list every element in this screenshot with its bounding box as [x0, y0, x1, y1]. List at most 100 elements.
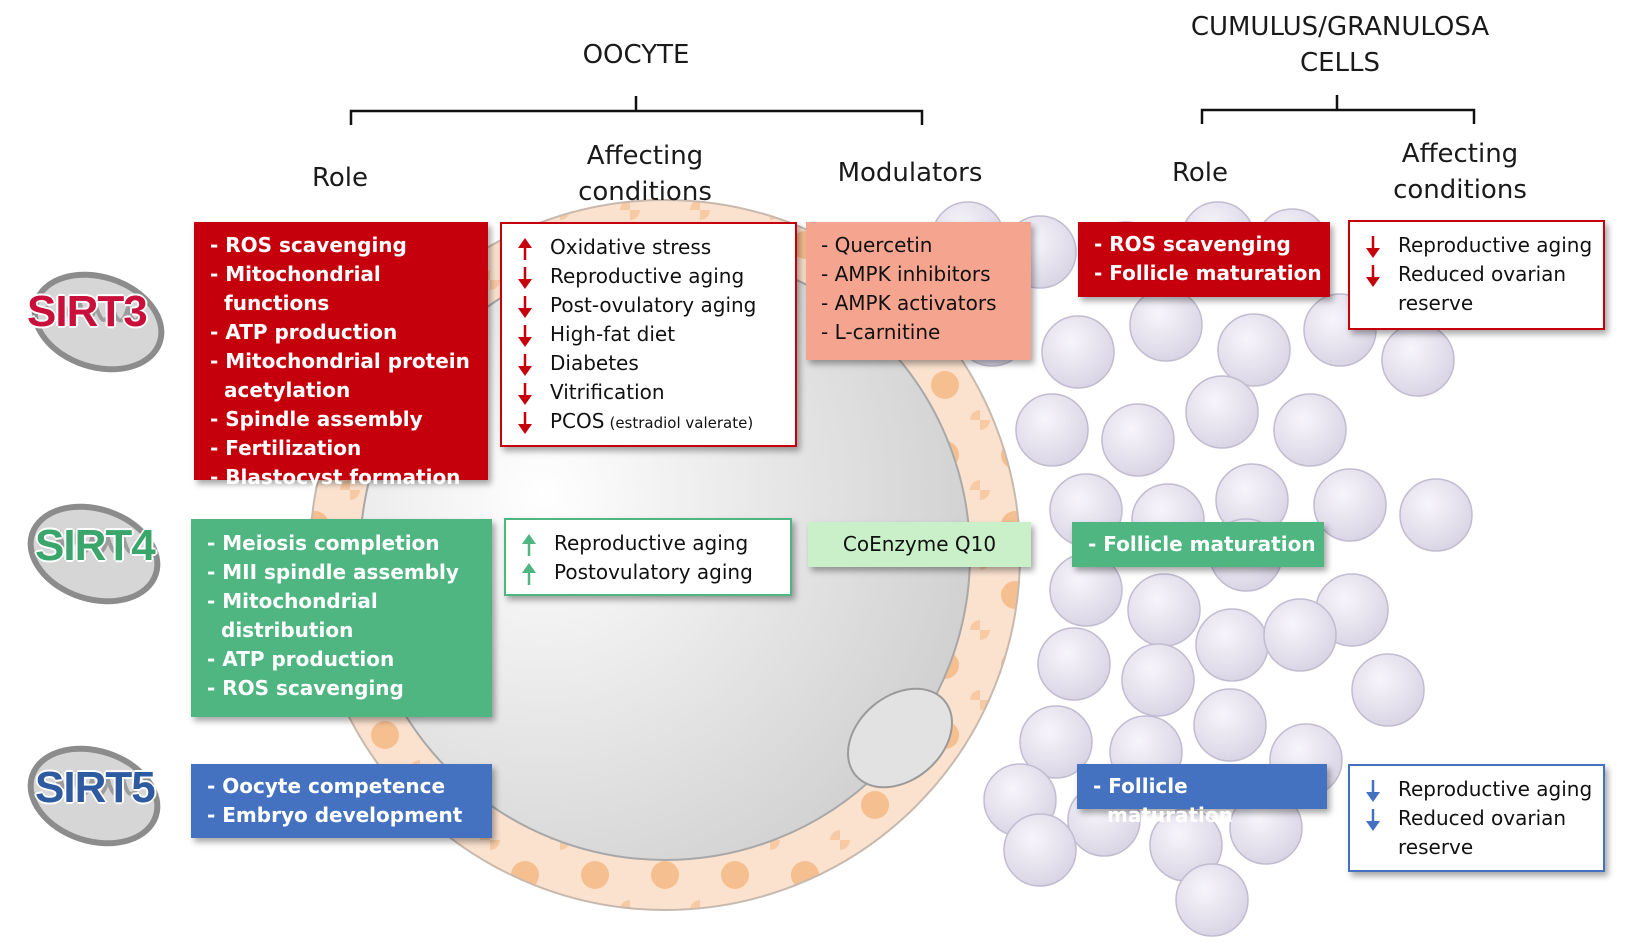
- cumulus-header: CUMULUS/GRANULOSA CELLS: [1150, 9, 1530, 81]
- cumulus-cell: [1037, 627, 1111, 701]
- condition-text: Diabetes: [550, 351, 639, 375]
- sirt4-oocyte-role-box: Meiosis completionMII spindle assemblyMi…: [191, 519, 492, 717]
- cumulus-cell: [1195, 608, 1269, 682]
- cumulus-cell: [1127, 573, 1201, 647]
- cumulus-affecting-header-line1: Affecting: [1401, 139, 1519, 169]
- condition-text: Reduced ovarian reserve: [1398, 806, 1567, 859]
- cumulus-cell: [1273, 393, 1347, 467]
- mitochondrion-icon: [27, 503, 161, 605]
- modulators-column-header: Modulators: [837, 158, 983, 188]
- arrow-down-icon: [518, 412, 532, 434]
- cumulus-cell: [1015, 393, 1089, 467]
- role-item: Spindle assembly: [210, 405, 480, 434]
- cumulus-cell: [1263, 598, 1337, 672]
- role-item: Follicle maturation: [1093, 772, 1319, 830]
- arrow-up-icon: [522, 534, 536, 556]
- role-item: Mitochondrial functions: [210, 260, 480, 318]
- cumulus-cell: [1351, 653, 1425, 727]
- condition-text: PCOS: [550, 409, 605, 433]
- condition-text: Vitrification: [550, 380, 665, 404]
- modulator-item: L-carnitine: [821, 318, 1031, 347]
- role-item: ATP production: [210, 318, 480, 347]
- condition-item: Vitrification: [502, 378, 795, 407]
- arrow-up-icon: [522, 563, 536, 585]
- condition-text: Oxidative stress: [550, 235, 712, 259]
- cumulus-header-line2: CELLS: [1299, 48, 1381, 78]
- arrow-down-icon: [518, 354, 532, 376]
- condition-item: Postovulatory aging: [506, 558, 790, 587]
- affecting-column-header: Affecting conditions: [555, 138, 735, 210]
- condition-note: (estradiol valerate): [609, 414, 754, 432]
- arrow-down-icon: [518, 267, 532, 289]
- modulator-item: Quercetin: [821, 231, 1031, 260]
- sirt4-modulator-box: CoEnzyme Q10: [808, 522, 1031, 567]
- arrow-down-icon: [518, 296, 532, 318]
- condition-text: Post-ovulatory aging: [550, 293, 757, 317]
- cumulus-affecting-header-line2: conditions: [1393, 175, 1527, 205]
- cumulus-cell: [1041, 315, 1115, 389]
- arrow-up-icon: [518, 238, 532, 260]
- condition-item: Reproductive aging: [1350, 775, 1595, 804]
- role-item: Oocyte competence: [207, 772, 484, 801]
- cumulus-cell: [1019, 705, 1093, 779]
- condition-text: Reproductive aging: [550, 264, 745, 288]
- role-item: Fertilization: [210, 434, 480, 463]
- arrow-down-icon: [1366, 809, 1380, 831]
- cumulus-cell: [1193, 688, 1267, 762]
- role-item: ATP production: [207, 645, 484, 674]
- sirt5-oocyte-role-box: Oocyte competenceEmbryo development: [191, 764, 492, 838]
- role-item: ROS scavenging: [207, 674, 484, 703]
- condition-item: Reduced ovarian reserve: [1350, 260, 1595, 318]
- arrow-down-icon: [518, 325, 532, 347]
- oocyte-bracket: [349, 96, 924, 125]
- cumulus-cell: [1399, 478, 1473, 552]
- cumulus-cell: [1121, 643, 1195, 717]
- condition-text: Reproductive aging: [554, 531, 749, 555]
- condition-text: Postovulatory aging: [554, 560, 753, 584]
- role-item: Mitochondrial distribution: [207, 587, 484, 645]
- affecting-header-line1: Affecting: [586, 141, 704, 171]
- condition-text: Reproductive aging: [1398, 233, 1593, 257]
- polar-body: [847, 687, 953, 789]
- arrow-down-icon: [518, 383, 532, 405]
- role-item: ROS scavenging: [1094, 230, 1322, 259]
- sirt5-label: SIRT5: [35, 763, 156, 812]
- role-item: MII spindle assembly: [207, 558, 484, 587]
- condition-item: Oxidative stress: [502, 233, 795, 262]
- mitochondrion-icon: [27, 745, 161, 847]
- modulator-item: CoEnzyme Q10: [842, 532, 997, 556]
- modulator-item: AMPK inhibitors: [821, 260, 1031, 289]
- role-item: Follicle maturation: [1094, 259, 1322, 288]
- arrow-down-icon: [1366, 265, 1380, 287]
- condition-item: Diabetes: [502, 349, 795, 378]
- condition-text: High-fat diet: [550, 322, 676, 346]
- cumulus-role-column-header: Role: [1171, 158, 1229, 188]
- sirt3-oocyte-role-box: ROS scavengingMitochondrial functionsATP…: [194, 222, 488, 489]
- role-item: Meiosis completion: [207, 529, 484, 558]
- arrow-down-icon: [1366, 780, 1380, 802]
- cumulus-header-line1: CUMULUS/GRANULOSA: [1190, 12, 1490, 42]
- role-column-header: Role: [311, 163, 369, 193]
- sirt5-cumulus-role-box: Follicle maturation: [1077, 764, 1327, 827]
- condition-item: Reproductive aging: [502, 262, 795, 291]
- condition-text: Reproductive aging: [1398, 777, 1593, 801]
- cumulus-cell: [1101, 403, 1175, 477]
- cumulus-cell: [1381, 323, 1455, 397]
- cumulus-cell: [1003, 813, 1077, 887]
- cumulus-cell: [1313, 468, 1387, 542]
- condition-item: High-fat diet: [502, 320, 795, 349]
- role-item: Mitochondrial protein acetylation: [210, 347, 480, 405]
- condition-item: Reduced ovarian reserve: [1350, 804, 1595, 862]
- sirt3-modulators-box: QuercetinAMPK inhibitorsAMPK activatorsL…: [806, 222, 1031, 360]
- cumulus-affecting-column-header: Affecting conditions: [1370, 136, 1550, 208]
- cumulus-cell: [1175, 863, 1249, 937]
- cumulus-cell: [1217, 313, 1291, 387]
- cumulus-cell: [1185, 375, 1259, 449]
- condition-item: Reproductive aging: [506, 529, 790, 558]
- arrow-down-icon: [1366, 236, 1380, 258]
- sirt4-label: SIRT4: [35, 521, 156, 570]
- role-item: ROS scavenging: [210, 231, 480, 260]
